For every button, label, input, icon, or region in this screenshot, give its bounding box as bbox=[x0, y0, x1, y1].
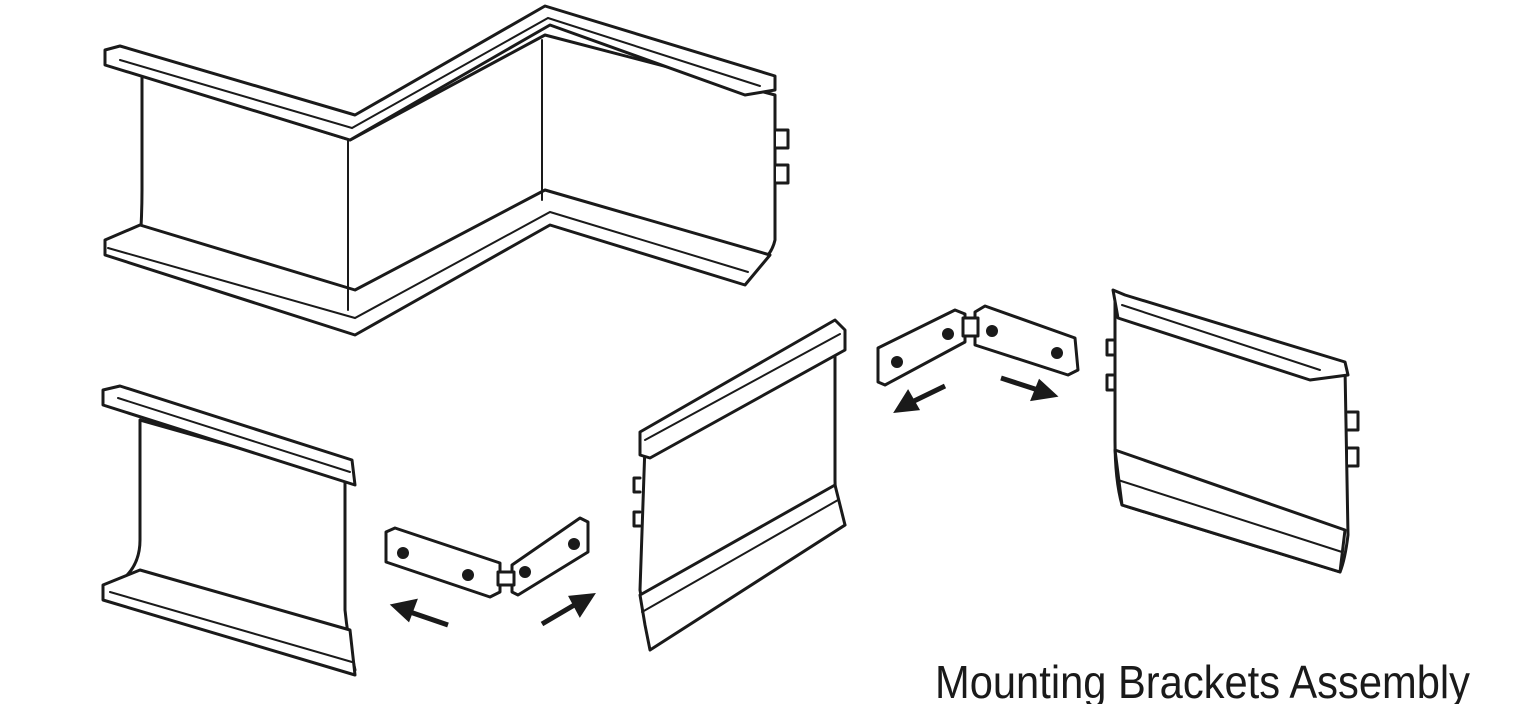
bracket-hole bbox=[1051, 347, 1063, 359]
arrow-right-icon bbox=[1000, 375, 1059, 402]
corner-edge-lines bbox=[141, 39, 543, 311]
corner-rail-line bbox=[119, 16, 761, 130]
diagram-caption: Mounting Brackets Assembly bbox=[935, 656, 1470, 704]
bracket-plate-left bbox=[384, 526, 502, 599]
bracket-plate-right bbox=[510, 516, 590, 597]
bracket-hinge bbox=[496, 570, 516, 587]
middle-panel-rail-line bbox=[644, 333, 841, 441]
right-panel-top-rail bbox=[1111, 288, 1350, 382]
right-panel-lip-line bbox=[1117, 479, 1343, 553]
left-panel bbox=[101, 384, 357, 677]
corner-baseboard-assembly bbox=[103, 4, 790, 337]
bracket-hole bbox=[568, 538, 580, 550]
arrow-right-icon bbox=[540, 592, 596, 627]
corner-top-rail bbox=[103, 4, 777, 142]
bracket-hole bbox=[397, 547, 409, 559]
bracket-hole bbox=[986, 325, 998, 337]
corner-bottom-lip bbox=[103, 188, 772, 337]
bracket-hole bbox=[462, 569, 474, 581]
bracket-hole bbox=[891, 356, 903, 368]
corner-tab bbox=[774, 128, 790, 185]
middle-panel-top-rail bbox=[638, 318, 847, 460]
right-panel bbox=[1105, 288, 1360, 574]
bracket-hinge bbox=[961, 316, 980, 338]
right-panel-rail-line bbox=[1121, 304, 1321, 371]
corner-lip-line bbox=[107, 210, 749, 320]
middle-panel-lip-line bbox=[641, 499, 839, 613]
bracket-plate-right bbox=[973, 304, 1080, 377]
bracket-hole bbox=[942, 328, 954, 340]
left-panel-lip-line bbox=[109, 591, 353, 663]
middle-panel-tab bbox=[632, 476, 642, 528]
arrow-left-icon bbox=[893, 383, 947, 414]
right-panel-tab bbox=[1105, 338, 1360, 468]
left-panel-top-rail bbox=[101, 384, 357, 487]
arrow-left-icon bbox=[389, 598, 449, 628]
bracket-plate-left bbox=[876, 308, 967, 387]
middle-panel bbox=[632, 318, 847, 652]
bracket-lower bbox=[384, 516, 596, 628]
bracket-hole bbox=[519, 566, 531, 578]
left-panel-bottom-lip bbox=[101, 568, 357, 677]
right-panel-bottom-lip bbox=[1113, 448, 1347, 574]
left-panel-rail-line bbox=[117, 397, 351, 473]
bracket-upper bbox=[876, 304, 1080, 414]
